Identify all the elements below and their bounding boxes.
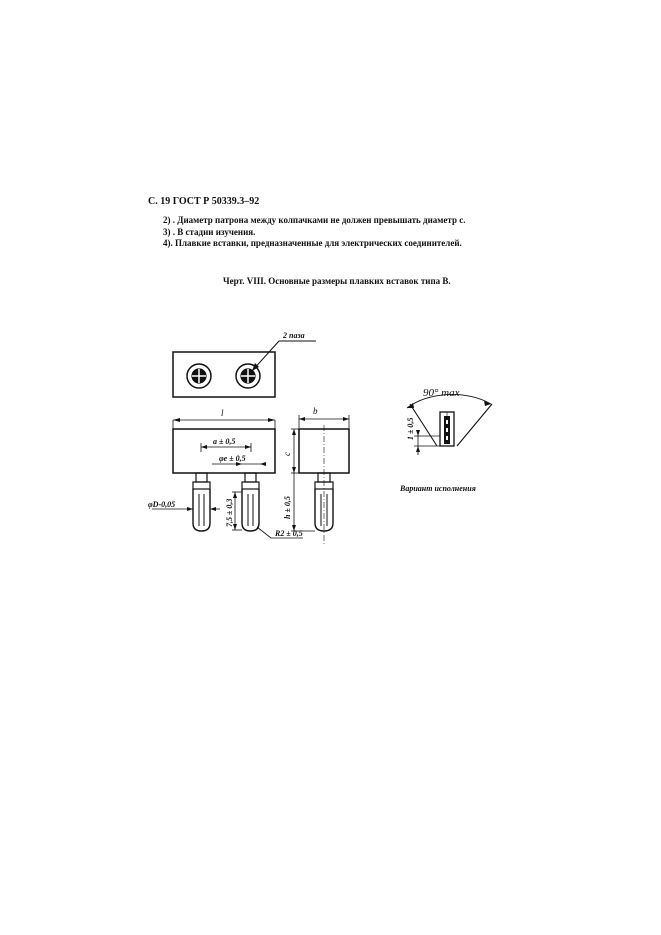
slot-right: [235, 363, 261, 389]
variant-detail: [406, 393, 493, 455]
dim-a-label: a ± 0,5: [213, 437, 235, 446]
radius-label: R2 ± 0,5: [274, 529, 303, 538]
variant-label: Вариант исполнения: [399, 484, 476, 493]
pin-side: [314, 472, 334, 532]
dim-c-label: c: [282, 452, 292, 456]
dim-h-label: h ± 0,5: [283, 496, 292, 519]
dim-e-label: φe ± 0,5: [219, 454, 246, 463]
dim-slot-depth-label: 7,5 ± 0,3: [225, 499, 234, 527]
dim-d-label: φD-0,05: [148, 500, 175, 509]
dim-l-label: l: [221, 408, 224, 418]
footnote-2: 2) . Диаметр патрона между колпачками не…: [163, 215, 466, 225]
slot-left: [186, 363, 212, 389]
pin-right: [241, 472, 260, 532]
front-view: [152, 418, 303, 539]
side-view: [291, 415, 350, 545]
angle-label: 90° max: [423, 387, 460, 399]
footnote-4: 4). Плавкие вставки, предназначенные для…: [163, 238, 462, 248]
pin-left: [192, 472, 211, 532]
figure-caption: Черт. VIII. Основные размеры плавких вст…: [223, 276, 451, 286]
slots-label: 2 паза: [282, 331, 305, 340]
top-view: [172, 340, 316, 398]
variant-dim-label: 1 ± 0,5: [406, 418, 415, 440]
dim-b-label: b: [313, 406, 318, 416]
page-header: С. 19 ГОСТ Р 50339.3–92: [148, 196, 260, 207]
footnote-3: 3) . В стадии изучения.: [163, 227, 256, 237]
